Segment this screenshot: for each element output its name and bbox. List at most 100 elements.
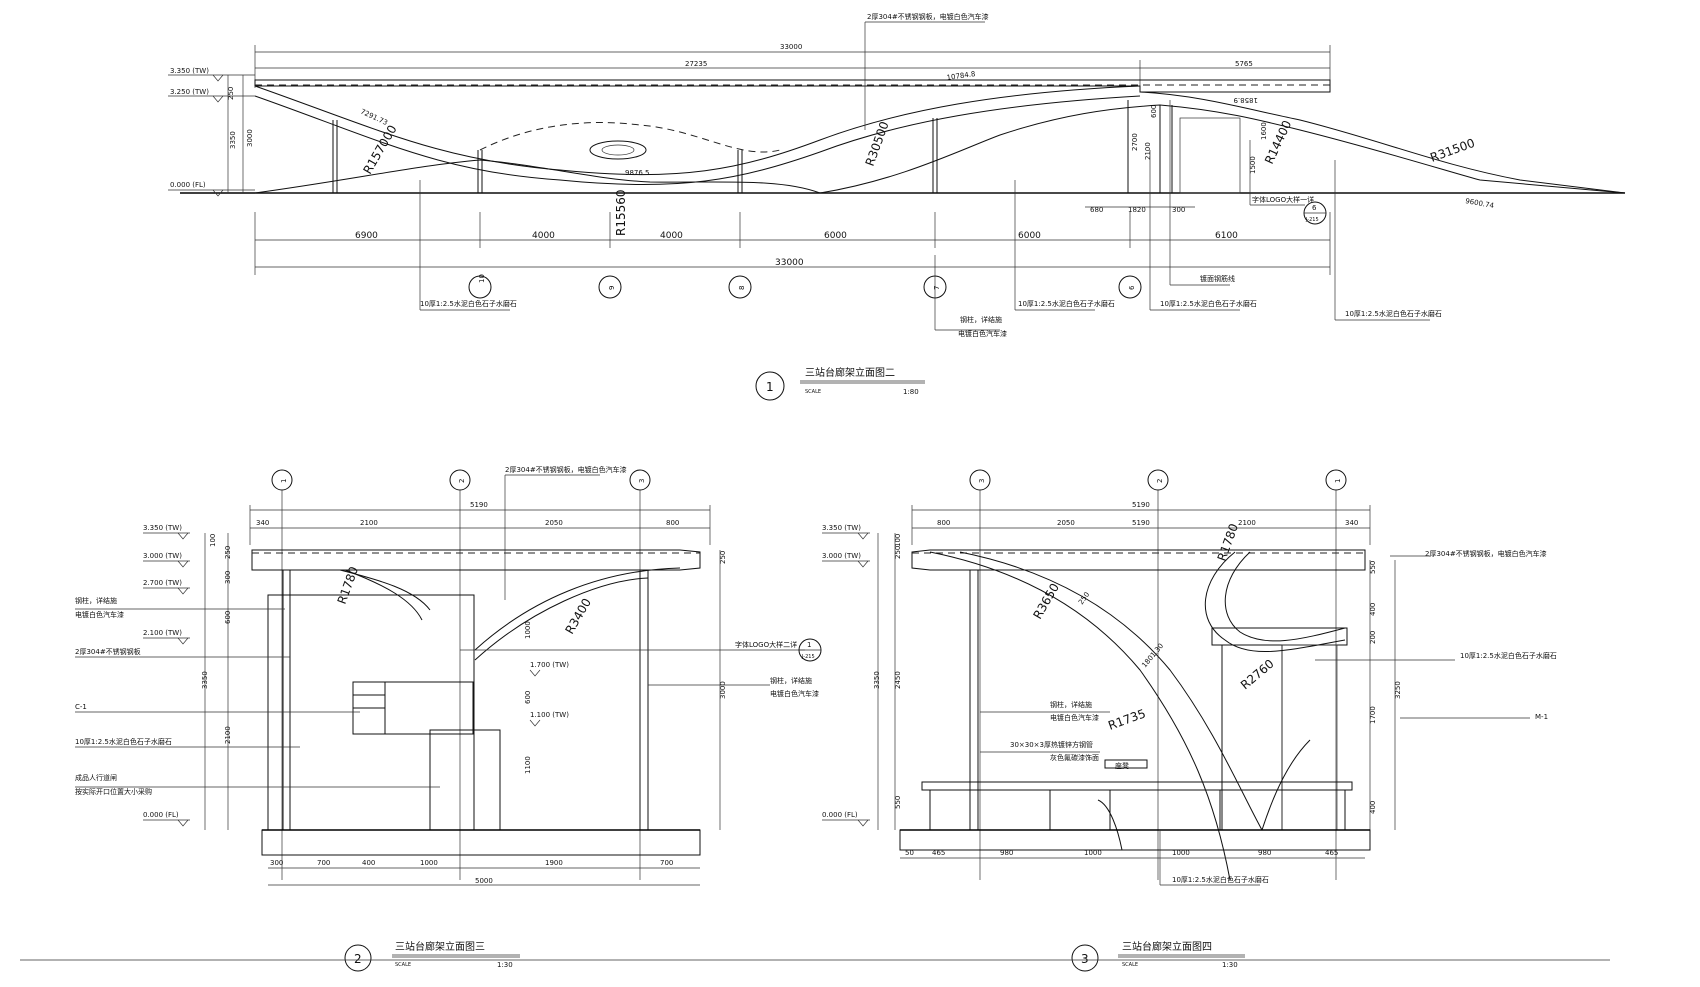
svg-text:10: 10 xyxy=(478,274,486,283)
title-1: 三站台廊架立面图二 xyxy=(805,366,895,379)
svg-text:600: 600 xyxy=(1150,105,1158,118)
callout-terrazzo-c: 10厚1:2.5水泥白色石子水磨石 xyxy=(1160,299,1257,308)
level-0000: 0.000 (FL) xyxy=(170,181,206,189)
radius-r31500: R31500 xyxy=(1428,136,1476,165)
svg-text:C-1: C-1 xyxy=(75,703,87,711)
svg-text:250: 250 xyxy=(1077,591,1091,607)
callout-terrazzo-a: 10厚1:2.5水泥白色石子水磨石 xyxy=(420,299,517,308)
title-number-circle-1 xyxy=(755,371,785,401)
callout-chain: 镀面钢筋线 xyxy=(1200,274,1235,283)
svg-text:2厚304#不锈钢钢板，电镀白色汽车漆: 2厚304#不锈钢钢板，电镀白色汽车漆 xyxy=(1425,549,1547,558)
dim-bottom-6: 6100 xyxy=(1215,231,1238,241)
dim-bottom-3: 4000 xyxy=(660,231,683,241)
svg-text:10784.8: 10784.8 xyxy=(946,70,976,82)
svg-text:600: 600 xyxy=(224,611,232,624)
svg-text:1820: 1820 xyxy=(1128,206,1146,214)
svg-text:SCALE: SCALE xyxy=(395,962,411,968)
mound-left xyxy=(254,159,821,194)
svg-text:7: 7 xyxy=(933,286,941,290)
title-block-3: 3 三站台廊架立面图四 SCALE 1:30 xyxy=(1071,940,1245,972)
svg-text:电镀白色汽车漆: 电镀白色汽车漆 xyxy=(958,329,1007,338)
svg-text:100: 100 xyxy=(894,534,902,547)
svg-text:100: 100 xyxy=(209,534,217,547)
svg-text:电镀白色汽车漆: 电镀白色汽车漆 xyxy=(770,689,819,698)
svg-text:1700: 1700 xyxy=(1369,706,1377,724)
svg-text:3350: 3350 xyxy=(201,671,209,689)
svg-text:按实际开口位置大小采购: 按实际开口位置大小采购 xyxy=(75,787,152,796)
svg-text:J-215: J-215 xyxy=(1305,217,1319,223)
svg-text:字体LOGO大样二详: 字体LOGO大样二详 xyxy=(735,640,797,649)
base-2 xyxy=(261,829,701,856)
svg-text:10厚1:2.5水泥白色石子水磨石: 10厚1:2.5水泥白色石子水磨石 xyxy=(1460,651,1557,660)
callouts-3: 2厚304#不锈钢钢板，电镀白色汽车漆 10厚1:2.5水泥白色石子水磨石 M-… xyxy=(980,549,1557,886)
level-3350: 3.350 (TW) xyxy=(170,67,209,75)
svg-text:2100: 2100 xyxy=(1144,142,1152,160)
svg-text:5190: 5190 xyxy=(470,501,488,509)
svg-text:250: 250 xyxy=(224,546,232,559)
svg-text:550: 550 xyxy=(1369,561,1377,574)
curved-brace-2 xyxy=(474,567,681,651)
svg-text:800: 800 xyxy=(666,519,679,527)
svg-text:340: 340 xyxy=(1345,519,1358,527)
svg-text:2: 2 xyxy=(458,479,466,483)
svg-text:3.000 (TW): 3.000 (TW) xyxy=(822,552,861,560)
title-3: 三站台廊架立面图四 xyxy=(1122,940,1212,953)
svg-text:3350: 3350 xyxy=(873,671,881,689)
svg-text:30×30×3厚热镀锌方钢管: 30×30×3厚热镀锌方钢管 xyxy=(1010,740,1093,749)
svg-text:钢柱，详结施: 钢柱，详结施 xyxy=(75,596,117,605)
svg-text:300: 300 xyxy=(1172,206,1185,214)
svg-text:9600.74: 9600.74 xyxy=(1465,197,1495,210)
callout-logo: 字体LOGO大样一详 xyxy=(1252,195,1314,204)
svg-text:3.350 (TW): 3.350 (TW) xyxy=(822,524,861,532)
svg-text:465: 465 xyxy=(1325,849,1338,857)
svg-text:700: 700 xyxy=(317,859,330,867)
svg-text:1500: 1500 xyxy=(1249,156,1257,174)
dim-bottom-4: 6000 xyxy=(824,231,847,241)
svg-text:7291.73: 7291.73 xyxy=(359,108,389,127)
level-marks-3: 3.350 (TW) 3.000 (TW) 0.000 (FL) xyxy=(822,524,870,827)
dim-bottom-5: 6000 xyxy=(1018,231,1041,241)
svg-text:50: 50 xyxy=(905,849,914,857)
svg-text:980: 980 xyxy=(1000,849,1013,857)
svg-text:1100: 1100 xyxy=(524,756,532,774)
elevation-2: 1 2 3 5190 340 2100 2050 800 3.350 (TW) … xyxy=(75,465,822,972)
svg-text:2050: 2050 xyxy=(1057,519,1075,527)
svg-text:250: 250 xyxy=(719,551,727,564)
svg-text:400: 400 xyxy=(1369,603,1377,616)
callout-terrazzo-b: 10厚1:2.5水泥白色石子水磨石 xyxy=(1018,299,1115,308)
dim-bottom-2: 4000 xyxy=(532,231,555,241)
svg-text:1000: 1000 xyxy=(1084,849,1102,857)
bench-3 xyxy=(921,781,1353,791)
title-2: 三站台廊架立面图三 xyxy=(395,940,485,953)
svg-text:R3400: R3400 xyxy=(562,596,594,637)
callouts-1: 2厚304#不锈钢钢板，电镀白色汽车漆 10厚1:2.5水泥白色石子水磨石 钢柱… xyxy=(419,12,1442,338)
svg-text:6: 6 xyxy=(1128,285,1136,290)
svg-text:2: 2 xyxy=(1156,479,1164,483)
scale-3: 1:30 xyxy=(1222,961,1238,969)
svg-text:1858.9: 1858.9 xyxy=(1234,96,1259,104)
base-3 xyxy=(899,829,1371,851)
level-marks-2: 3.350 (TW) 3.000 (TW) 2.700 (TW) 2.100 (… xyxy=(143,524,569,827)
svg-text:R1780: R1780 xyxy=(335,565,361,606)
dim-bottom-total: 33000 xyxy=(775,258,804,268)
svg-text:980: 980 xyxy=(1258,849,1271,857)
svg-text:电镀白色汽车漆: 电镀白色汽车漆 xyxy=(1050,713,1099,722)
roof-slab xyxy=(254,79,1331,93)
svg-text:300: 300 xyxy=(224,571,232,584)
svg-text:10厚1:2.5水泥白色石子水磨石: 10厚1:2.5水泥白色石子水磨石 xyxy=(75,737,172,746)
svg-text:成品人行道闸: 成品人行道闸 xyxy=(75,773,117,782)
svg-text:2厚304#不锈钢钢板: 2厚304#不锈钢钢板 xyxy=(75,647,141,656)
svg-text:钢柱，详结施: 钢柱，详结施 xyxy=(770,676,812,685)
svg-text:SCALE: SCALE xyxy=(805,389,821,395)
title-number-2: 2 xyxy=(354,952,362,966)
axis-bubbles-1: 10 9 8 7 6 xyxy=(468,274,1142,299)
svg-text:400: 400 xyxy=(362,859,375,867)
curved-band-3a xyxy=(929,551,1231,881)
title-number-circle-2 xyxy=(344,944,372,972)
svg-text:5190: 5190 xyxy=(1132,501,1150,509)
svg-text:1.100 (TW): 1.100 (TW) xyxy=(530,711,569,719)
svg-text:1801.30: 1801.30 xyxy=(1140,642,1165,669)
svg-text:200: 200 xyxy=(1369,631,1377,644)
svg-text:9: 9 xyxy=(608,286,616,290)
columns-1 xyxy=(332,100,1129,193)
